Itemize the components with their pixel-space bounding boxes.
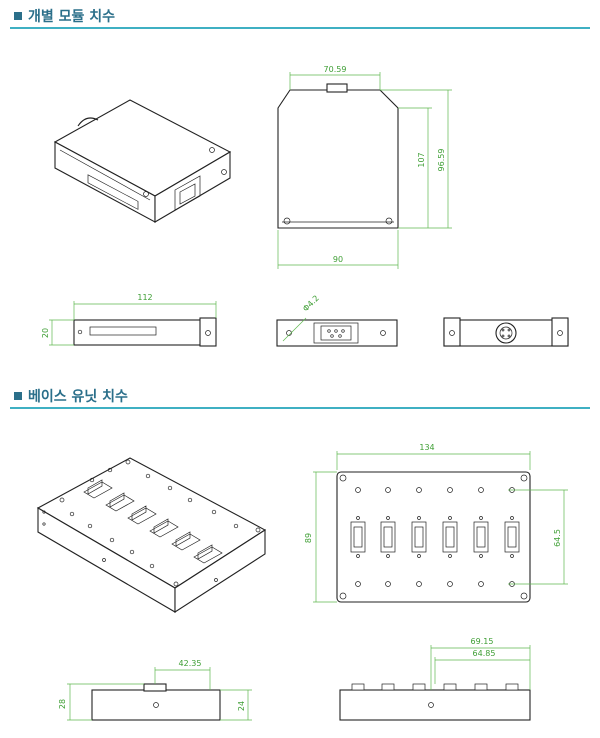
section-divider	[10, 27, 590, 29]
connector-screw	[479, 554, 483, 558]
dim-module-width-bottom: 90	[333, 255, 343, 264]
connector-tab	[412, 683, 426, 691]
dim-base-height: 89	[304, 533, 313, 543]
dim-module-height-inner: 96.59	[437, 149, 446, 172]
module-end-view-connector: Φ4.2	[276, 294, 398, 347]
connector-tab	[474, 683, 488, 691]
connector-screw	[448, 554, 452, 558]
module-isometric-view	[53, 99, 232, 223]
mounting-hole	[355, 581, 361, 587]
mounting-hole	[478, 581, 484, 587]
dsub-connector-shell	[414, 526, 424, 548]
dsub-connector	[411, 521, 427, 553]
connector-tab	[443, 683, 457, 691]
mounting-hole	[447, 581, 453, 587]
dsub-connector-shell	[353, 526, 363, 548]
dim-base-offset: 42.35	[179, 659, 202, 668]
module-front-view: 70.59 90 107 96.59	[277, 65, 452, 269]
bullet-square-icon	[14, 12, 22, 20]
dim-module-width-top: 70.59	[324, 65, 347, 74]
base-isometric-view	[36, 457, 267, 614]
connector-screw	[356, 554, 360, 558]
connector-screw	[510, 554, 514, 558]
section-title-text: 베이스 유닛 치수	[28, 389, 128, 405]
connector-screw	[417, 516, 421, 520]
dim-base-front-height-outer: 28	[58, 699, 67, 709]
dsub-connector-shell	[476, 526, 486, 548]
mounting-hole	[416, 487, 422, 493]
base-front-view: 42.35 28 24	[58, 659, 252, 721]
mounting-hole	[355, 487, 361, 493]
dsub-connector-shell	[445, 526, 455, 548]
connector-screw	[386, 516, 390, 520]
dim-base-rear-w2: 64.85	[473, 649, 496, 658]
mounting-hole	[385, 581, 391, 587]
connector-tab	[351, 683, 365, 691]
dsub-connector	[380, 521, 396, 553]
dsub-connector	[473, 521, 489, 553]
dim-hole-diameter: Φ4.2	[301, 294, 321, 314]
dsub-connector	[504, 521, 520, 553]
base-rear-view: 69.15 64.85	[339, 637, 531, 721]
connector-tab	[381, 683, 395, 691]
connector-tab	[505, 683, 519, 691]
connector-screw	[448, 516, 452, 520]
base-top-view: 134 89 64.5	[304, 443, 568, 603]
dim-base-width: 134	[419, 443, 434, 452]
module-end-view-round	[443, 317, 569, 347]
connector-screw	[417, 554, 421, 558]
dim-base-rear-w1: 69.15	[471, 637, 494, 646]
dim-module-height-outer: 107	[417, 152, 426, 167]
dim-module-side-height: 20	[41, 328, 50, 338]
dsub-connector-shell	[507, 526, 517, 548]
connector-screw	[386, 554, 390, 558]
connector-screw	[356, 516, 360, 520]
dim-base-front-height-inner: 24	[237, 701, 246, 711]
connector-screw	[510, 516, 514, 520]
mounting-hole	[478, 487, 484, 493]
section-title-module: 개별 모듈 치수	[14, 6, 115, 26]
mounting-hole	[385, 487, 391, 493]
bullet-square-icon	[14, 392, 22, 400]
dim-base-pitch: 64.5	[553, 529, 562, 547]
section-title-text: 개별 모듈 치수	[28, 9, 116, 25]
section-title-base: 베이스 유닛 치수	[14, 386, 128, 406]
mounting-hole	[416, 581, 422, 587]
mounting-hole	[447, 487, 453, 493]
section-divider	[10, 407, 590, 409]
dsub-connector	[442, 521, 458, 553]
dsub-connector-shell	[383, 526, 393, 548]
dim-module-length: 112	[137, 293, 152, 302]
module-side-view: 112 20	[41, 293, 217, 347]
dsub-connector	[350, 521, 366, 553]
connector-screw	[479, 516, 483, 520]
